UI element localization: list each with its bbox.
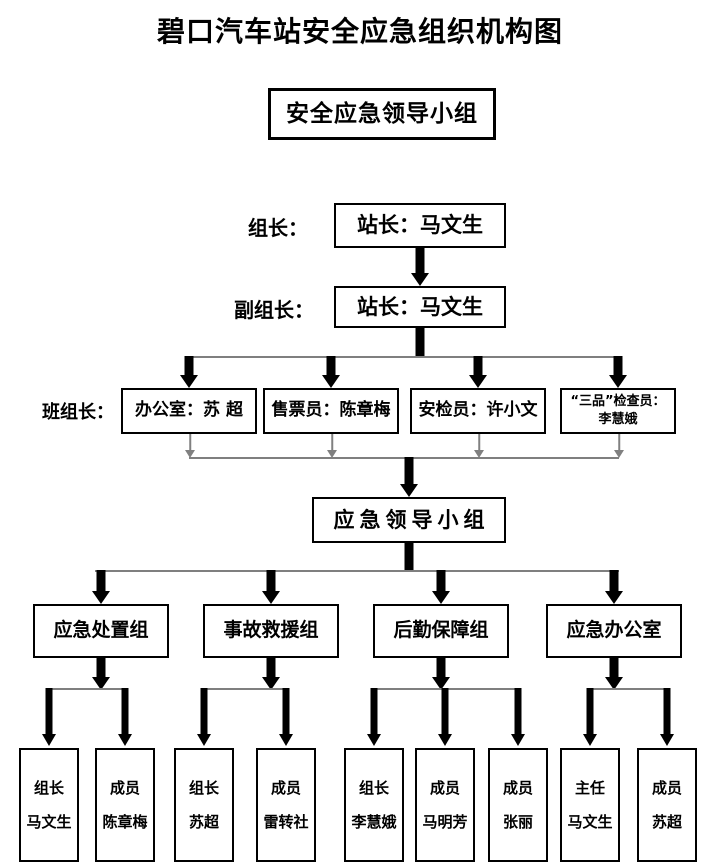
node-three-goods-inspector-line1: “三品”检查员： (570, 394, 666, 410)
member-role: 组长 (188, 778, 219, 797)
member-role: 组长 (33, 778, 64, 797)
node-member-8: 成员 苏超 (637, 748, 697, 862)
member-name: 张丽 (502, 813, 533, 831)
member-role: 成员 (651, 778, 682, 797)
node-group-emergency-office: 应急办公室 (546, 604, 682, 658)
member-name: 苏超 (188, 813, 219, 831)
bus-emergency-collect (189, 457, 619, 459)
node-member-6: 成员 张丽 (488, 748, 548, 862)
connector-to-member-3 (278, 688, 294, 746)
node-group-logistics: 后勤保障组 (373, 604, 509, 658)
node-emergency-leading-group: 应急领导小组 (312, 497, 506, 543)
member-name: 马明芳 (422, 813, 468, 831)
connector-to-member-5 (437, 688, 453, 746)
connector-bus-to-emergency-group (399, 457, 419, 497)
connector-to-member-7 (582, 688, 598, 746)
node-ticket-clerk: 售票员：陈章梅 (263, 388, 399, 434)
connector-bus-to-unit-3 (608, 356, 628, 388)
connector-bus-to-group-0 (91, 570, 111, 604)
page-title: 碧口汽车站安全应急组织机构图 (156, 15, 563, 48)
connector-to-member-4 (366, 688, 382, 746)
node-member-5: 成员 马明芳 (415, 748, 475, 862)
label-deputy-leader: 副组长： (234, 298, 314, 322)
connector-group-0-stem (91, 658, 111, 690)
node-safety-emergency-leading-group: 安全应急领导小组 (268, 88, 496, 140)
member-role: 成员 (270, 778, 301, 797)
member-role: 成员 (502, 778, 533, 797)
node-office: 办公室：苏 超 (121, 388, 257, 434)
node-member-0: 组长 马文生 (19, 748, 79, 862)
node-three-goods-inspector-line2: 李慧娥 (598, 412, 638, 427)
node-member-3: 成员 雷转社 (256, 748, 316, 862)
connector-bus-to-group-1 (261, 570, 281, 604)
bus-unit-leaders (185, 356, 619, 358)
bus-groups (95, 570, 619, 572)
connector-unit-0-to-bus (184, 434, 196, 458)
bus-group-0-children (47, 688, 123, 690)
connector-unit-3-to-bus (613, 434, 625, 458)
node-group-emergency-handling: 应急处置组 (33, 604, 169, 658)
node-member-7: 主任 马文生 (560, 748, 620, 862)
connector-group-1-stem (261, 658, 281, 690)
connector-bus-to-unit-0 (179, 356, 199, 388)
member-name: 马文生 (567, 813, 613, 831)
node-three-goods-inspector: “三品”检查员： 李慧娥 (560, 388, 676, 434)
node-leader: 站长：马文生 (334, 203, 506, 248)
connector-emergency-stem (399, 543, 419, 570)
connector-bus-to-group-2 (431, 570, 451, 604)
bus-group-1-children (203, 688, 285, 690)
connector-leader-to-deputy (410, 248, 430, 286)
connector-group-2-stem (431, 658, 451, 690)
node-member-2: 组长 苏超 (174, 748, 234, 862)
member-name: 陈章梅 (102, 813, 148, 831)
node-security-inspector: 安检员：许小文 (410, 388, 546, 434)
node-deputy-leader: 站长：马文生 (334, 286, 506, 328)
connector-bus-to-group-3 (604, 570, 624, 604)
label-unit-leaders: 班组长： (42, 402, 114, 423)
member-role: 成员 (429, 778, 460, 797)
connector-unit-2-to-bus (473, 434, 485, 458)
member-role: 成员 (109, 778, 140, 797)
node-member-1: 成员 陈章梅 (95, 748, 155, 862)
member-name: 苏超 (651, 813, 682, 831)
connector-group-3-stem (604, 658, 624, 690)
label-leader: 组长： (248, 216, 308, 240)
member-name: 李慧娥 (351, 813, 397, 831)
connector-deputy-to-unit-bus (410, 328, 430, 356)
connector-unit-1-to-bus (326, 434, 338, 458)
connector-to-member-0 (41, 688, 57, 746)
connector-to-member-1 (117, 688, 133, 746)
connector-to-member-8 (659, 688, 675, 746)
member-role: 主任 (574, 778, 605, 797)
connector-to-member-6 (510, 688, 526, 746)
connector-bus-to-unit-2 (468, 356, 488, 388)
connector-to-member-2 (196, 688, 212, 746)
bus-group-3-children (588, 688, 668, 690)
node-group-accident-rescue: 事故救援组 (203, 604, 339, 658)
connector-bus-to-unit-1 (321, 356, 341, 388)
member-name: 雷转社 (263, 813, 309, 831)
member-role: 组长 (358, 778, 389, 797)
member-name: 马文生 (26, 813, 72, 831)
node-member-4: 组长 李慧娥 (344, 748, 404, 862)
